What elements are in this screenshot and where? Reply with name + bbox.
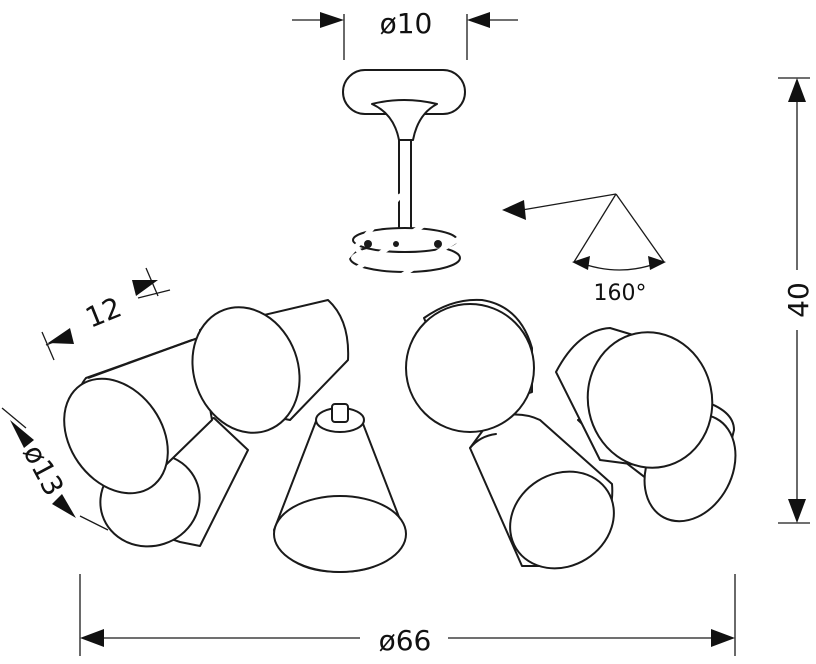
height-label: 40 xyxy=(782,282,815,318)
center-rod xyxy=(398,139,412,233)
canopy-neck xyxy=(371,99,438,141)
lamp-shade-right-front xyxy=(555,327,714,469)
shade-length-label: 12 xyxy=(81,291,126,335)
lamp-shade-right-under xyxy=(469,413,615,570)
lamp-shade-center-right xyxy=(405,298,535,433)
overall-diameter-label: ø66 xyxy=(379,624,432,657)
lamp-shades xyxy=(63,298,737,573)
canopy-diameter-label: ø10 xyxy=(380,7,433,40)
lamp-shade-left-upper xyxy=(63,337,213,495)
lamp-shade-center-left xyxy=(191,299,350,434)
dim-height: 40 xyxy=(778,77,815,524)
dim-shade-length: 12 xyxy=(41,267,171,361)
dim-overall-diameter: ø66 xyxy=(79,574,736,657)
lamp-shade-center-bottom xyxy=(273,403,407,573)
dim-canopy-diameter: ø10 xyxy=(292,7,518,60)
arm-angle-label: 160° xyxy=(594,281,647,306)
dim-arm-angle: 160° xyxy=(502,193,666,306)
lamp-body xyxy=(307,69,563,415)
shade-diameter-label: ø13 xyxy=(17,439,71,501)
